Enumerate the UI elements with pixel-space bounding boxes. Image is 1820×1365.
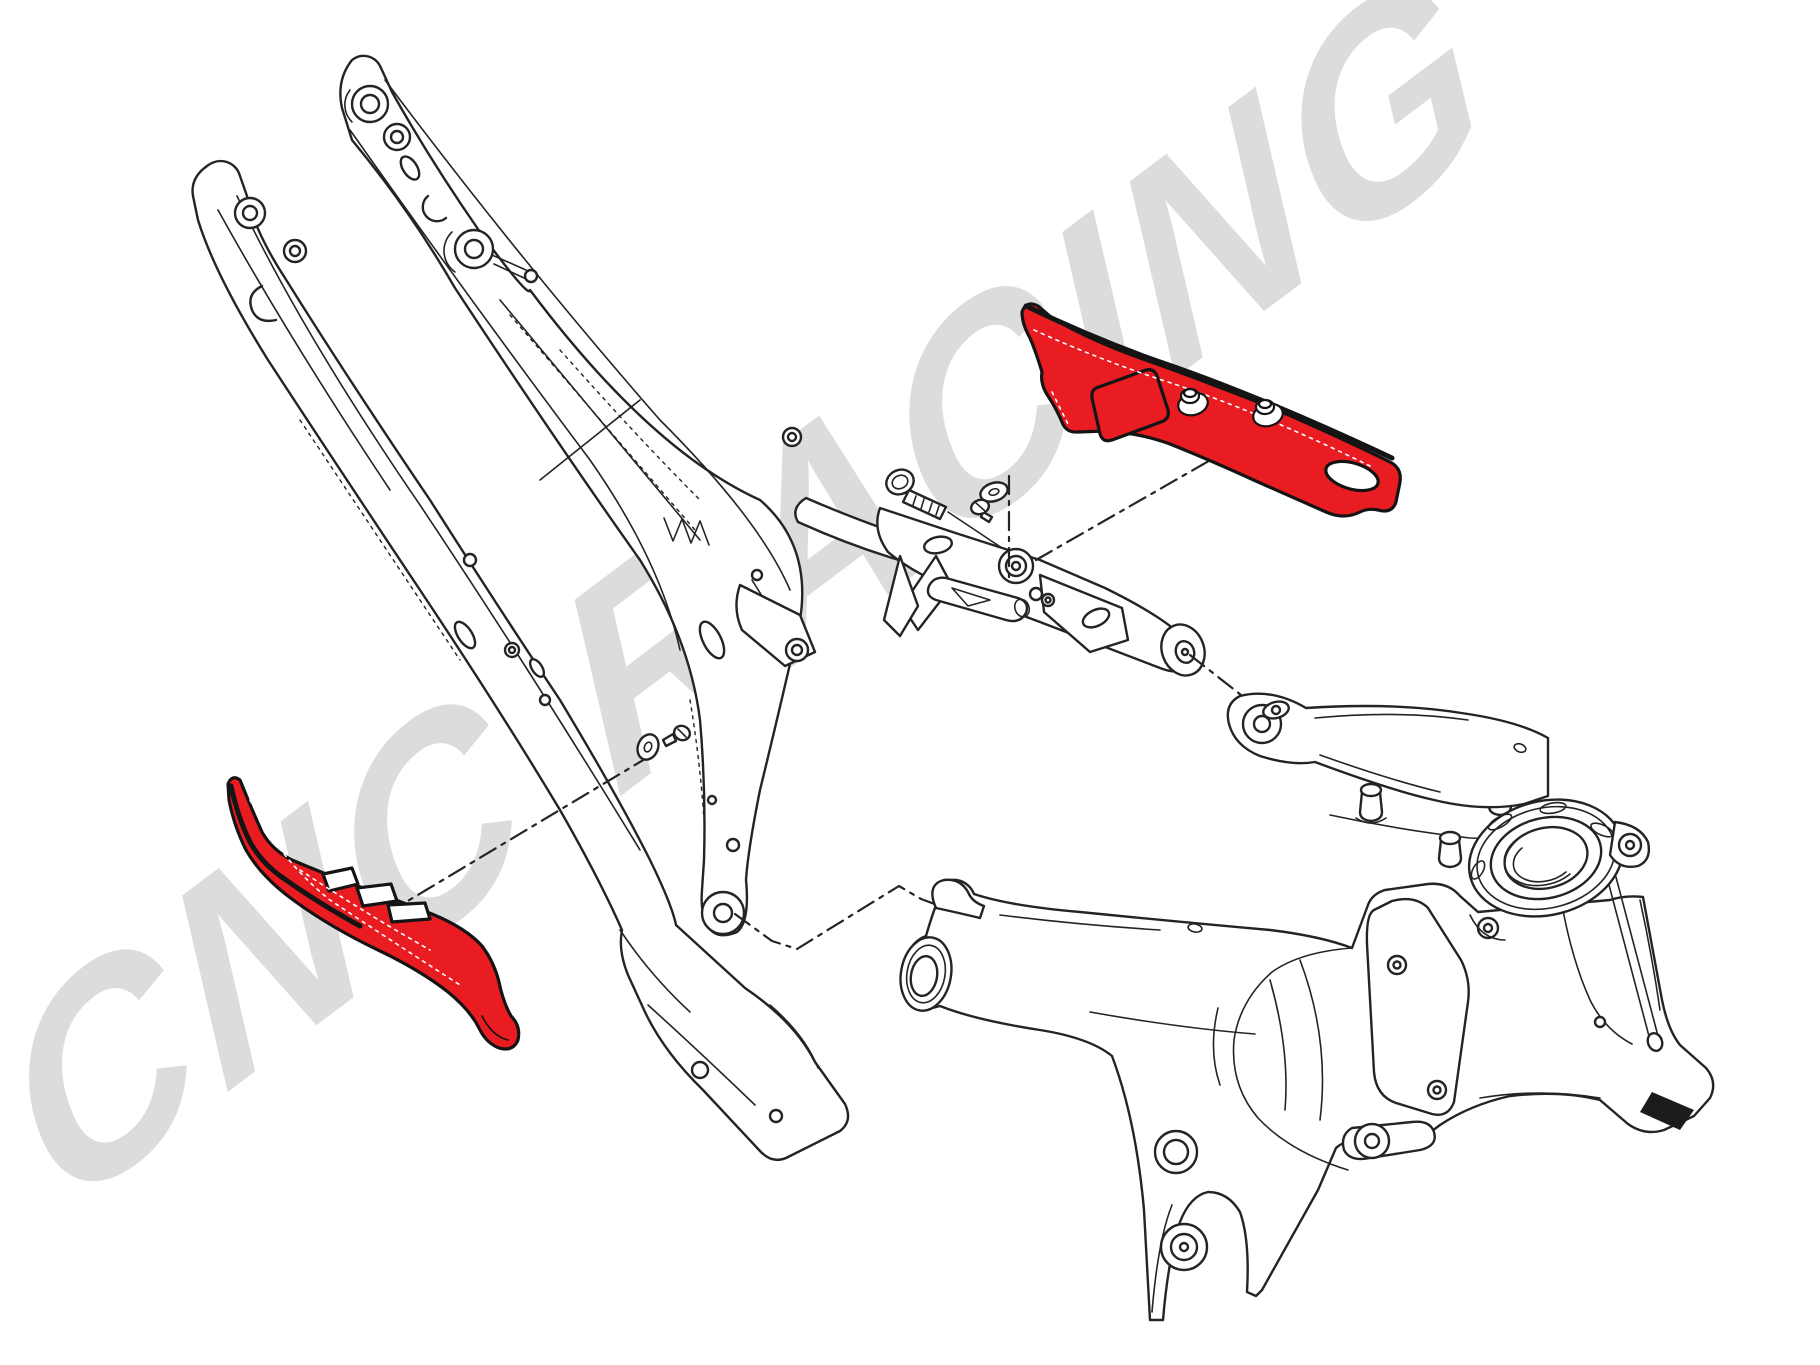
guard-bolt-b — [1252, 398, 1284, 428]
right-heel-guard — [1020, 302, 1402, 518]
hex-bolt — [885, 468, 1003, 549]
assembly-lines — [394, 440, 1252, 951]
right-subframe-rail — [339, 54, 1048, 937]
washer-screw — [969, 481, 1009, 524]
artwork-layer — [191, 54, 1715, 1322]
left-subframe-rail — [191, 159, 850, 1162]
small-screw-washer — [636, 724, 692, 761]
main-frame — [899, 692, 1715, 1322]
left-heel-guard — [226, 776, 521, 1051]
footpeg-bracket — [876, 506, 1206, 677]
guard-bolt-a — [1177, 387, 1209, 417]
